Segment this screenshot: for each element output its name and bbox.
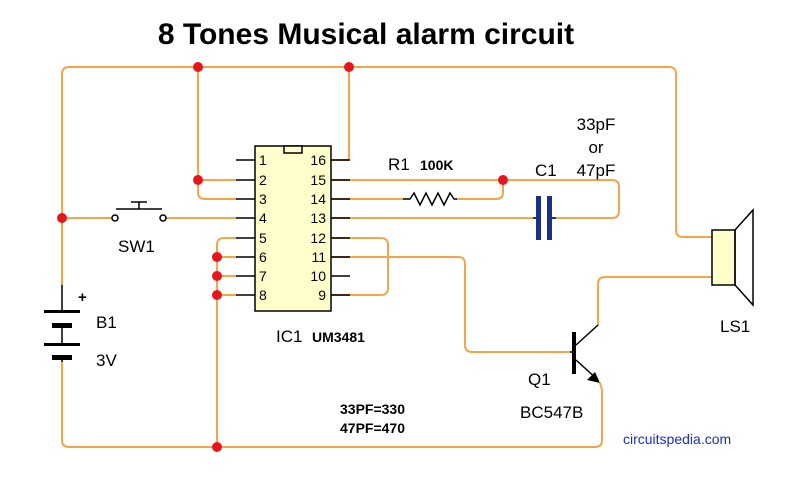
junction-dot [57,213,67,223]
wire-pin16-to-rail [331,66,350,161]
ic1-pin-11: 11 [311,249,326,265]
b1-plus: + [78,289,87,306]
ls1-ref: LS1 [720,317,750,336]
transistor-q1: Q1 BC547B [520,324,603,422]
wire-ls1-to-q1 [597,276,713,326]
ic1-part: UM3481 [312,329,365,345]
note-line-2: 47PF=470 [340,420,405,436]
junctions [57,62,508,452]
ic1-pin-12: 12 [310,230,326,246]
ic1-pin-16: 16 [310,152,326,168]
wire-pin5 [216,237,237,448]
sw1-ref: SW1 [118,237,155,256]
wire-pin3-to-pin2 [197,179,237,200]
ic1-pin-8: 8 [259,287,267,303]
ic1-pin-10: 10 [310,268,326,284]
q1-base-bar [572,332,576,374]
b1-ref: B1 [96,313,117,332]
junction-dot [212,290,222,300]
ic1-pin-14: 14 [310,191,326,207]
ic1-pin-7: 7 [259,268,267,284]
ic1-pin-3: 3 [259,191,267,207]
ic1: 1 2 3 4 5 6 7 8 16 15 14 13 12 11 10 9 I… [236,145,365,346]
speaker-ls1: LS1 [711,208,754,336]
ic1-notch [283,145,303,154]
c1-ref: C1 [535,161,557,180]
wire-pin2-to-rail [197,66,237,181]
ic1-pin-4: 4 [259,210,267,226]
website-label: circuitspedia.com [623,431,731,447]
junction-dot [344,62,354,72]
wire-pin11-to-q1 [331,256,571,353]
b1-short-plate-2 [52,355,72,360]
wire-top-rail [61,66,713,238]
ic1-pin-13: 13 [310,210,326,226]
ls1-magnet [711,229,736,286]
junction-dot [498,175,508,185]
q1-ref: Q1 [528,370,551,389]
wire-r1-right [456,180,504,200]
wire-pin15 [331,179,620,219]
r1-ref: R1 [388,155,410,174]
q1-emitter-arrow [587,372,600,383]
note-line-1: 33PF=330 [340,401,405,417]
r1-zigzag [403,191,457,207]
junction-dot [212,442,222,452]
c1-value-3: 47pF [577,161,616,180]
wire-battery-to-ground [61,361,603,448]
wires [61,66,713,448]
diagram-title: 8 Tones Musical alarm circuit [158,18,574,51]
resistor-r1: R1 100K [388,155,457,207]
b1-short-plate-1 [52,323,72,328]
c1-plate-right [547,196,552,240]
ic1-pin-6: 6 [259,249,267,265]
c1-value-2: or [588,138,603,157]
junction-dot [212,252,222,262]
b1-long-plate-2 [44,343,80,346]
ic1-pin-2: 2 [259,172,267,188]
c1-plate-left [536,196,541,240]
c1-value-1: 33pF [577,115,616,134]
switch-sw1: SW1 [111,201,167,256]
ic1-pin-15: 15 [310,172,326,188]
junction-dot [193,62,203,72]
junction-dot [212,271,222,281]
capacitor-c1: C1 33pF or 47pF [533,115,615,240]
ic1-pin-9: 9 [318,287,326,303]
ls1-cone [734,208,754,307]
wire-pin12-to-pin9 [331,237,389,296]
ic1-ref: IC1 [276,327,302,346]
junction-dot [193,175,203,185]
q1-collector [575,324,599,346]
r1-value: 100K [420,157,453,173]
q1-part: BC547B [520,403,583,422]
ic1-pin-1: 1 [259,152,267,168]
battery-b1: + B1 3V [44,285,117,370]
ic1-pin-5: 5 [259,230,267,246]
b1-long-plate-1 [44,310,80,313]
b1-voltage: 3V [96,351,117,370]
